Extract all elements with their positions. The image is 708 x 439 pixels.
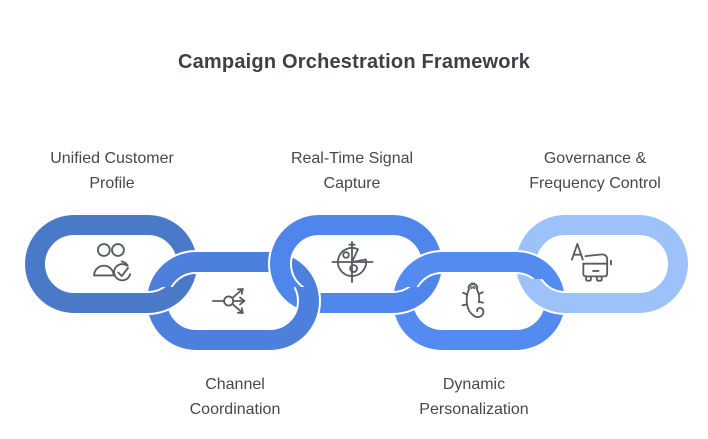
step-label-governance-frequency-control: Governance & Frequency Control: [529, 150, 661, 192]
step-label-real-time-signal-capture: Real-Time Signal Capture: [290, 150, 414, 192]
diagram-title: Campaign Orchestration Framework: [177, 51, 531, 73]
step-label-unified-customer-profile: Unified Customer Profile: [50, 150, 174, 192]
chameleon-icon: [461, 282, 485, 318]
step-label-dynamic-personalization: Dynamic Personalization: [419, 376, 529, 418]
radar-icon: [331, 241, 374, 283]
share-branch-icon: [212, 288, 246, 314]
step-label-channel-coordination: Channel Coordination: [189, 376, 281, 418]
users-check-icon: [93, 243, 132, 282]
printing-press-icon: [571, 242, 612, 282]
chain-link-2-weave-patch: [294, 287, 321, 321]
